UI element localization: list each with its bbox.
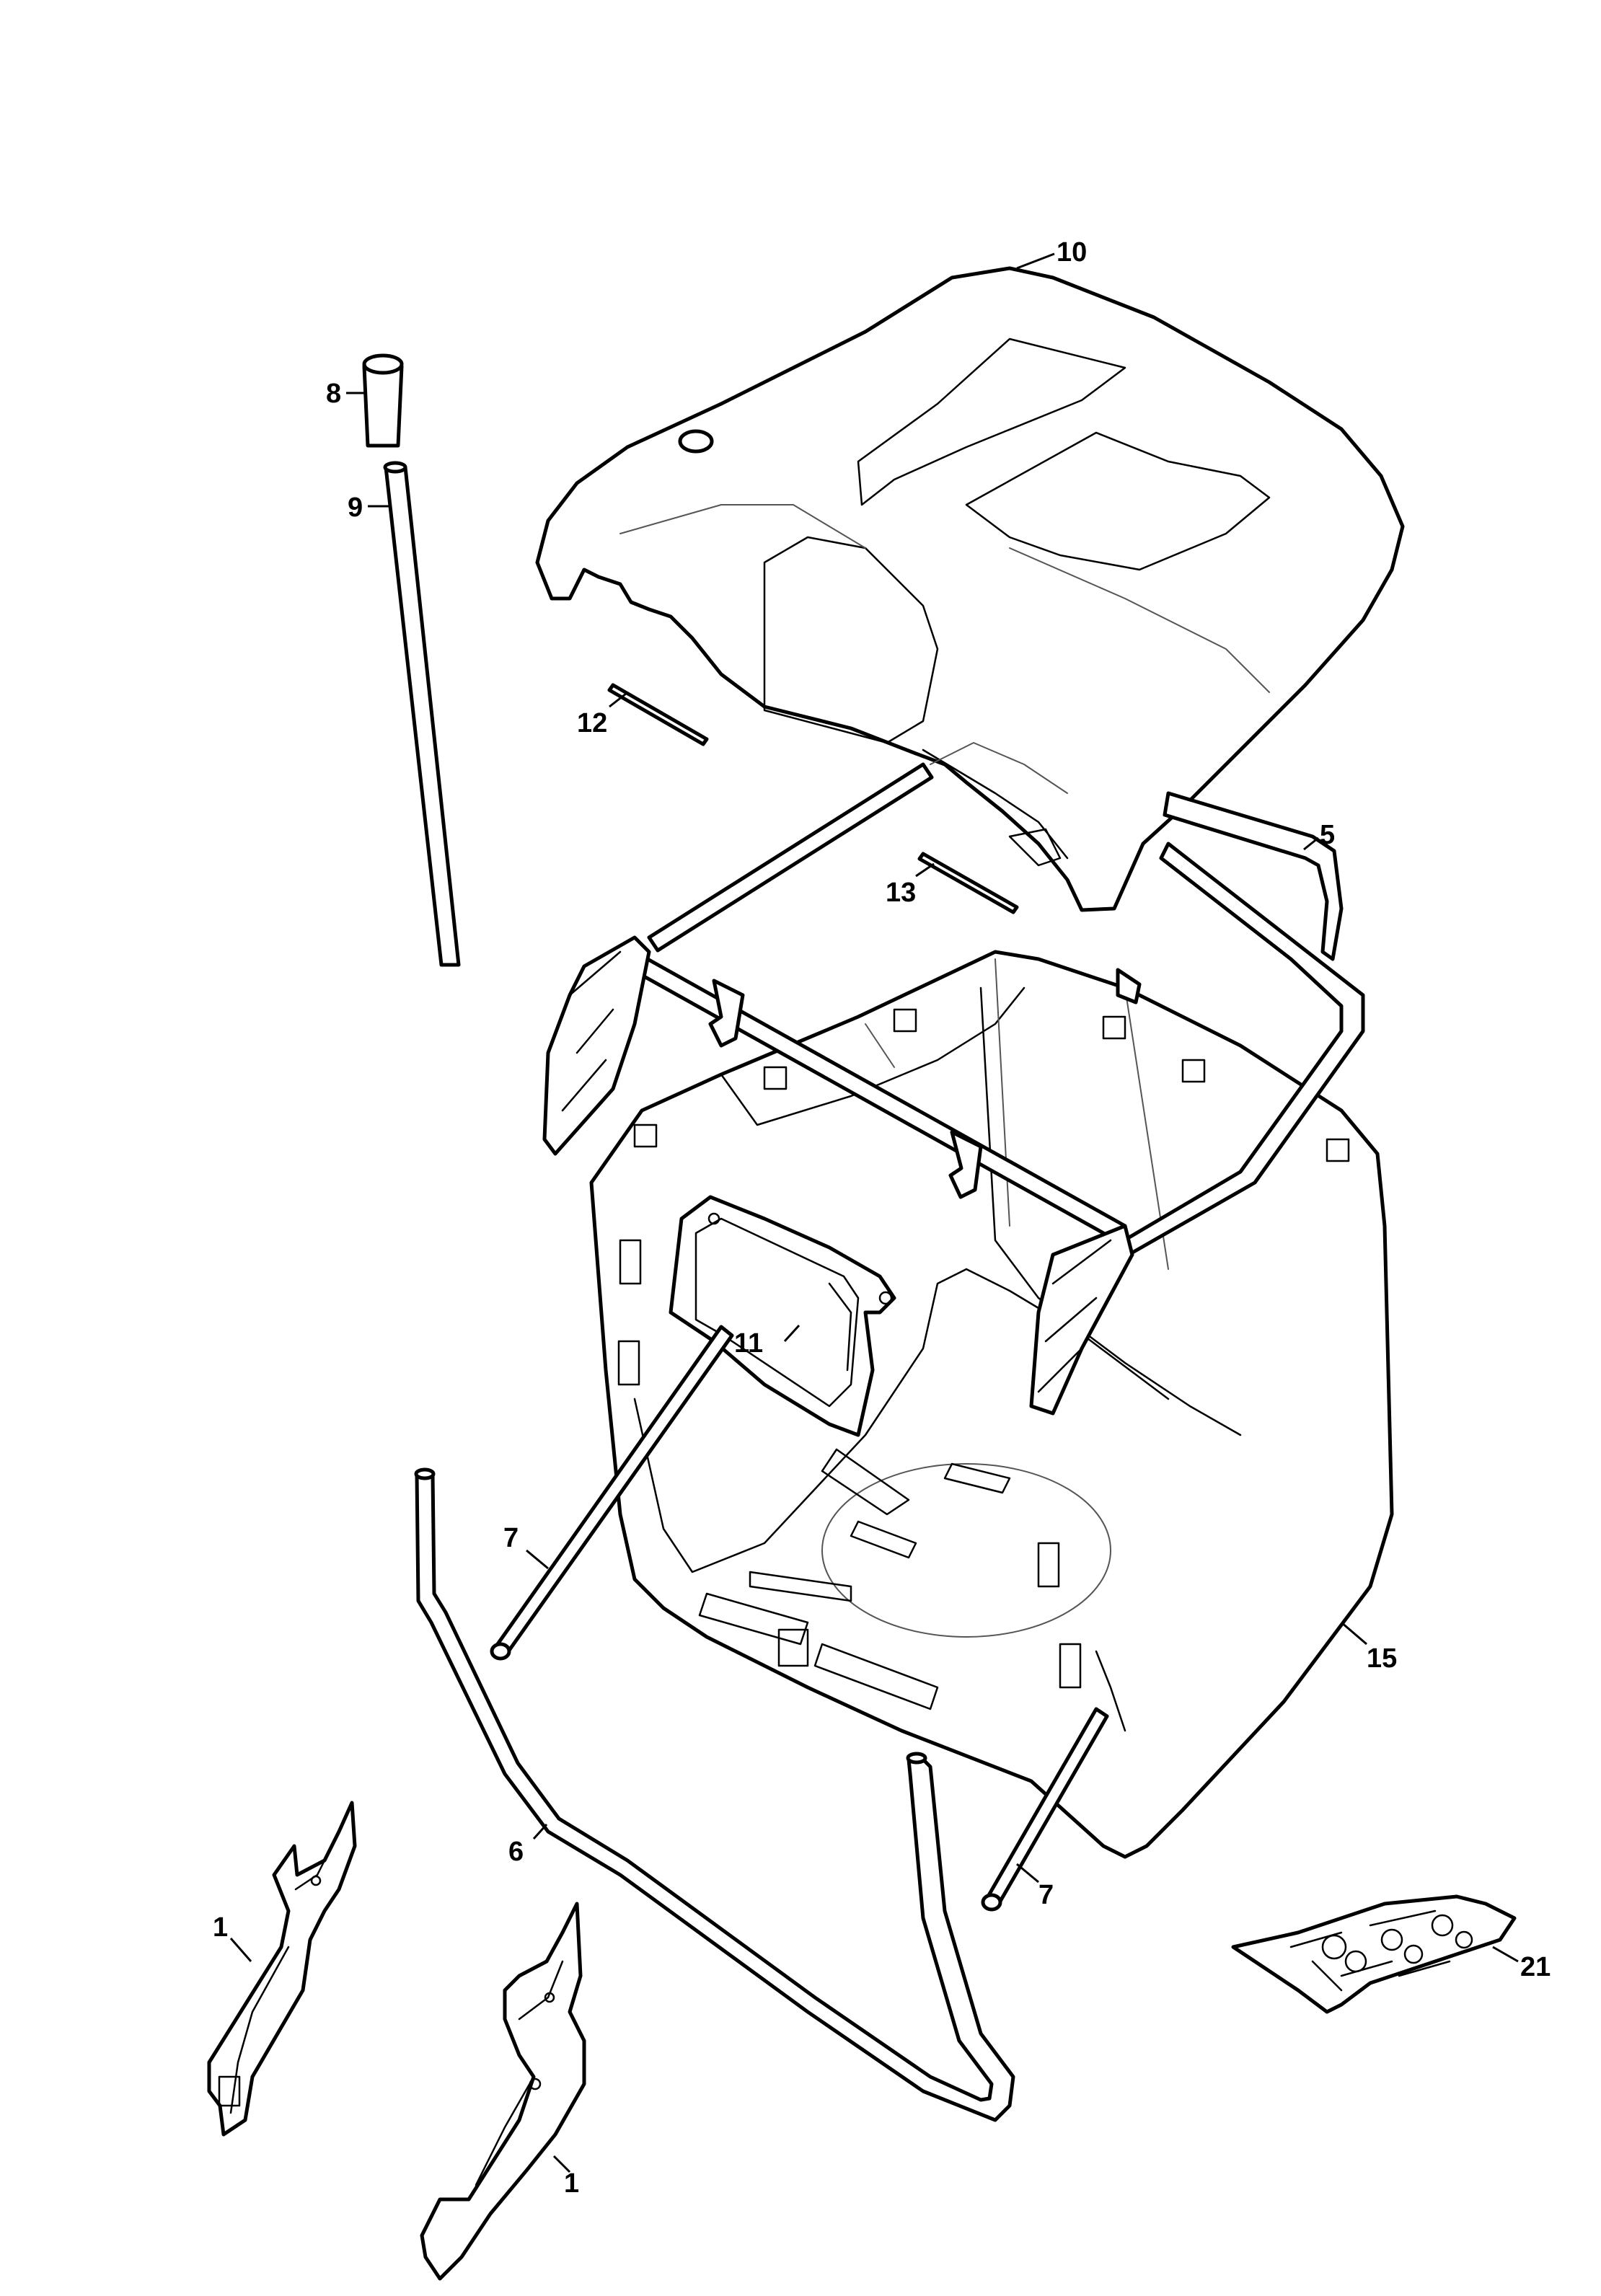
- part-1-bracket-right[interactable]: [420, 1902, 586, 2281]
- part-21-hardware-bag[interactable]: [1231, 1894, 1517, 2014]
- callout-8: 8: [326, 379, 341, 409]
- part-7-support-rod-right[interactable]: [981, 1707, 1109, 1912]
- callout-7-left: 7: [503, 1523, 519, 1553]
- part-9-handle-rod[interactable]: [383, 461, 461, 967]
- part-10-lid[interactable]: [535, 266, 1405, 912]
- part-8-handle-grip[interactable]: [362, 353, 404, 448]
- part-7-support-rod-left[interactable]: [490, 1325, 734, 1661]
- callout-11: 11: [734, 1328, 763, 1359]
- part-13-rod[interactable]: [917, 852, 1019, 914]
- callout-21: 21: [1520, 1952, 1551, 1982]
- callout-labels: 10 8 9 12 13 5 11 7 7 15 6 1 1 21: [213, 237, 1551, 2199]
- callout-9: 9: [348, 493, 363, 523]
- part-11-chute-frame[interactable]: [669, 1195, 896, 1437]
- callout-12: 12: [577, 708, 607, 738]
- callout-10: 10: [1057, 237, 1087, 268]
- part-12-rod[interactable]: [607, 683, 709, 746]
- part-15-grass-box-body[interactable]: [589, 950, 1394, 1859]
- callout-15: 15: [1367, 1643, 1397, 1674]
- part-1-bracket-left[interactable]: [207, 1801, 357, 2137]
- part-5-upper-frame[interactable]: [542, 762, 1365, 1416]
- callout-13: 13: [886, 878, 916, 908]
- callout-5: 5: [1320, 820, 1335, 850]
- callout-1-right: 1: [564, 2168, 579, 2199]
- callout-6: 6: [508, 1837, 524, 1867]
- callout-7-right: 7: [1038, 1880, 1054, 1910]
- part-6-lower-frame[interactable]: [414, 1467, 1015, 2122]
- callout-1-left: 1: [213, 1912, 228, 1943]
- leader-lines: [229, 252, 1519, 2173]
